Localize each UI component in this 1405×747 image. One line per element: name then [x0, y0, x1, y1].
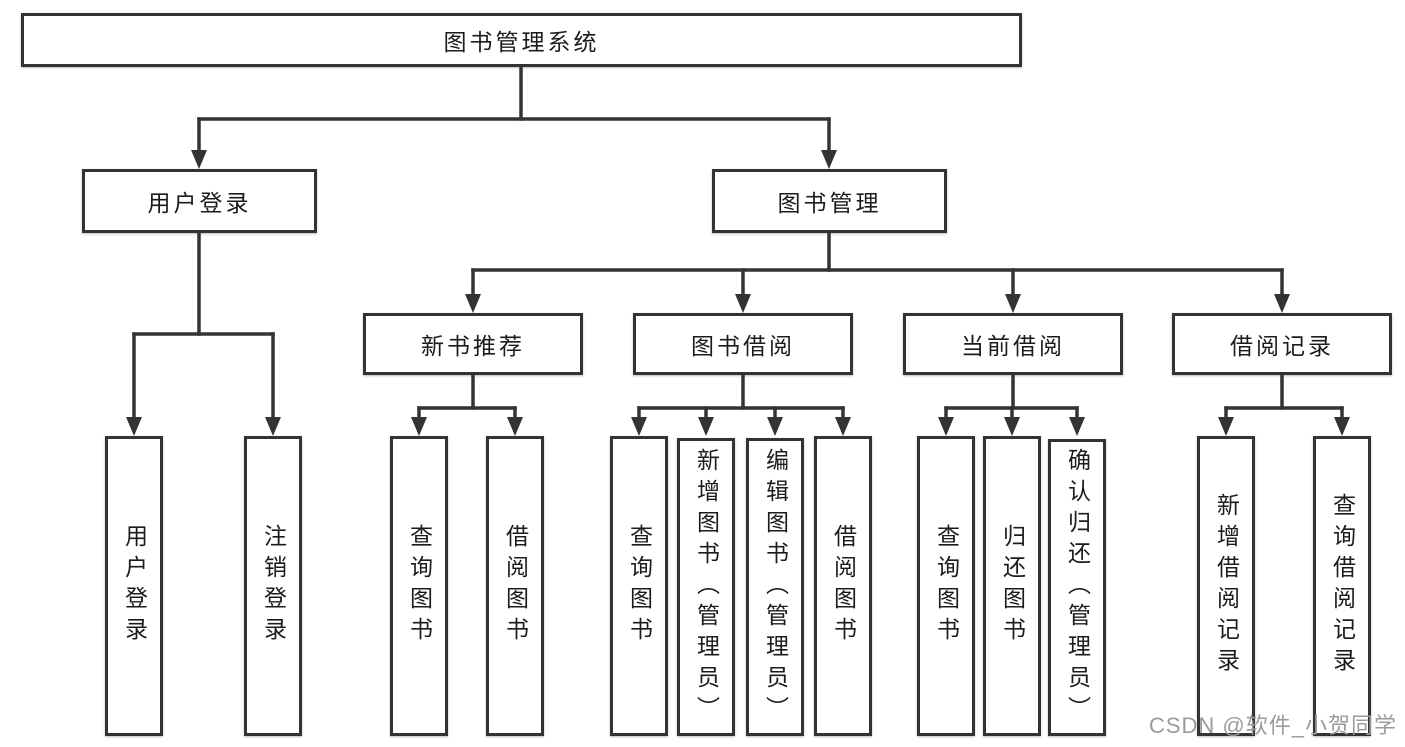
node-library-management-system: 图书管理系统	[21, 13, 1022, 67]
leaf-borrow-edit-books-admin: 编辑图书（管理员）	[746, 438, 804, 736]
node-borrow-records: 借阅记录	[1172, 313, 1392, 375]
connector-book-borrow-branch	[631, 373, 851, 436]
node-book-borrow: 图书借阅	[633, 313, 853, 375]
leaf-borrow-borrow-books: 借阅图书	[814, 436, 872, 736]
connector-user-login-branch	[126, 231, 281, 436]
node-book-management: 图书管理	[712, 169, 947, 233]
leaf-current-confirm-return-admin: 确认归还（管理员）	[1048, 439, 1106, 736]
leaf-records-query-record: 查询借阅记录	[1313, 436, 1371, 736]
connector-root-to-level2	[191, 63, 837, 169]
leaf-logout-login: 注销登录	[244, 436, 302, 736]
connector-new-book-branch	[411, 373, 523, 436]
leaf-current-return-books: 归还图书	[983, 436, 1041, 736]
leaf-borrow-query-books: 查询图书	[610, 436, 668, 736]
node-current-borrow: 当前借阅	[903, 313, 1123, 375]
leaf-newbook-query-books: 查询图书	[390, 436, 448, 736]
node-new-book-recommend: 新书推荐	[363, 313, 583, 375]
leaf-records-add-record: 新增借阅记录	[1197, 436, 1255, 736]
connector-current-borrow-branch	[938, 373, 1085, 436]
leaf-current-query-books: 查询图书	[917, 436, 975, 736]
leaf-newbook-borrow-books: 借阅图书	[486, 436, 544, 736]
leaf-user-login: 用户登录	[105, 436, 163, 736]
connector-borrow-record-branch	[1218, 373, 1350, 436]
node-user-login: 用户登录	[82, 169, 317, 233]
leaf-borrow-add-books-admin: 新增图书（管理员）	[677, 438, 735, 736]
connector-book-mgmt-to-level3	[465, 231, 1290, 313]
